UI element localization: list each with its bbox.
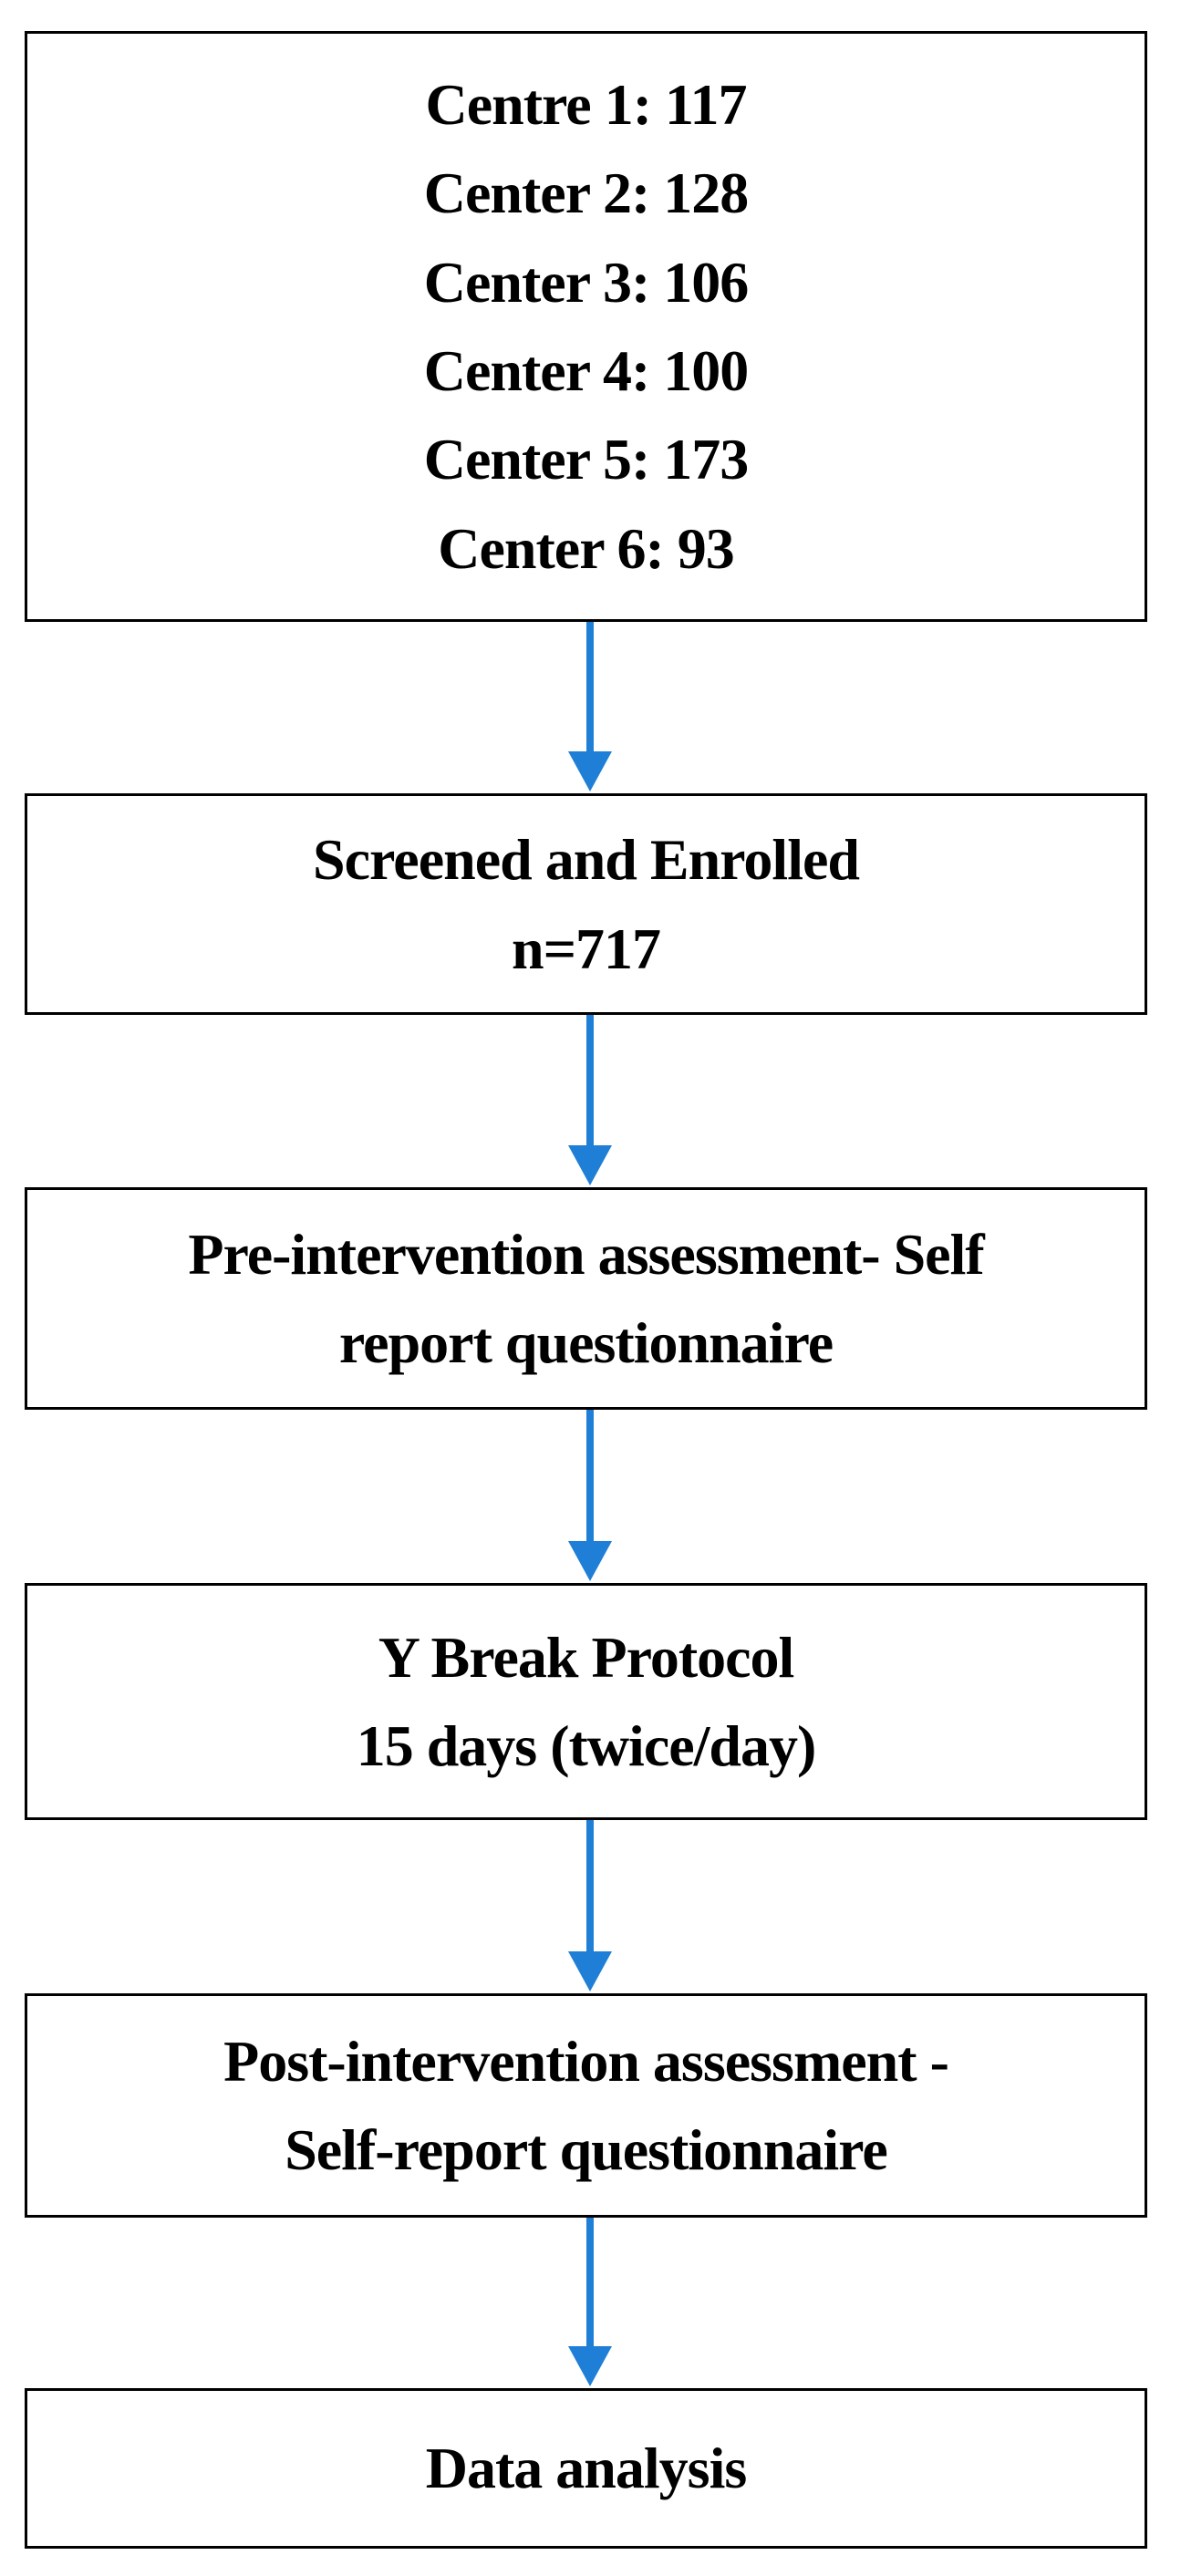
arrow-down-icon	[566, 2218, 614, 2388]
protocol-box: Y Break Protocol 15 days (twice/day)	[25, 1583, 1147, 1820]
center-2-count: Center 2: 128	[423, 160, 749, 226]
post-assessment-line-1: Post-intervention assessment -	[223, 2028, 949, 2094]
arrow-down-icon	[566, 1820, 614, 1993]
centres-box: Centre 1: 117 Center 2: 128 Center 3: 10…	[25, 31, 1147, 622]
center-3-count: Center 3: 106	[423, 249, 749, 315]
pre-assessment-line-2: report questionnaire	[338, 1310, 834, 1375]
arrow-down-icon	[566, 1015, 614, 1187]
enrolled-count: n=717	[511, 916, 661, 981]
center-6-count: Center 6: 93	[438, 515, 734, 581]
protocol-title: Y Break Protocol	[378, 1624, 795, 1690]
centre-1-count: Centre 1: 117	[425, 72, 748, 138]
analysis-title: Data analysis	[425, 2436, 747, 2501]
center-4-count: Center 4: 100	[423, 338, 749, 403]
enrolled-title: Screened and Enrolled	[313, 827, 860, 893]
pre-assessment-box: Pre-intervention assessment- Self report…	[25, 1187, 1147, 1410]
protocol-schedule: 15 days (twice/day)	[356, 1713, 817, 1778]
arrow-down-icon	[566, 622, 614, 793]
pre-assessment-line-1: Pre-intervention assessment- Self	[188, 1221, 984, 1287]
enrolled-box: Screened and Enrolled n=717	[25, 793, 1147, 1015]
center-5-count: Center 5: 173	[423, 427, 749, 492]
post-assessment-line-2: Self-report questionnaire	[285, 2117, 888, 2182]
analysis-box: Data analysis	[25, 2388, 1147, 2549]
post-assessment-box: Post-intervention assessment - Self-repo…	[25, 1993, 1147, 2218]
arrow-down-icon	[566, 1410, 614, 1583]
